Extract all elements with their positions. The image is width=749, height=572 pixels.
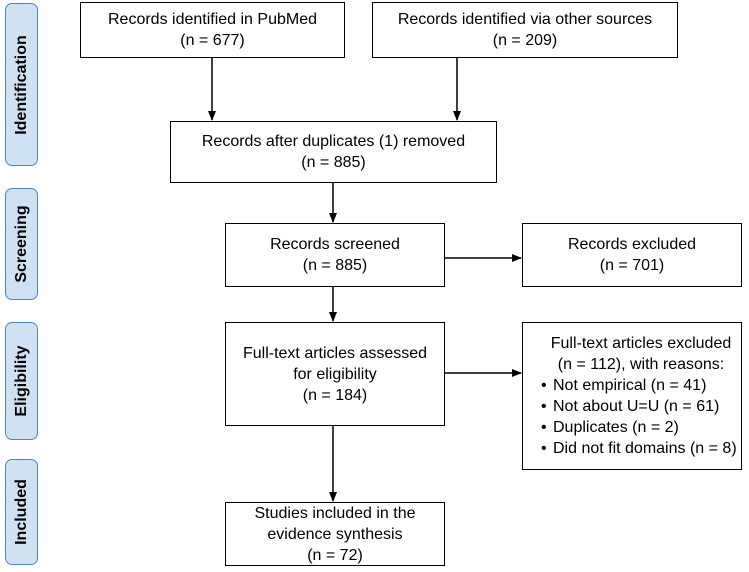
box-after-duplicates-line1: Records after duplicates (1) removed bbox=[201, 133, 466, 150]
box-fulltext-assessed-line1: Full-text articles assessed bbox=[242, 344, 428, 362]
box-excluded: Records excluded (n = 701) bbox=[522, 223, 742, 287]
box-pubmed-line2: (n = 677) bbox=[180, 32, 245, 49]
exclusion-reasons-list: Not empirical (n = 41) Not about U=U (n … bbox=[541, 375, 737, 459]
box-other-sources-line1: Records identified via other sources bbox=[397, 11, 653, 28]
box-other-sources: Records identified via other sources (n … bbox=[372, 2, 678, 58]
box-included-studies-line1: Studies included in the bbox=[254, 504, 416, 522]
box-pubmed-line1: Records identified in PubMed bbox=[107, 11, 317, 28]
box-fulltext-excluded-line1: Full-text articles excluded bbox=[550, 335, 732, 352]
exclusion-reason: Not about U=U (n = 61) bbox=[541, 396, 737, 417]
box-included-studies-line2: evidence synthesis bbox=[267, 525, 403, 543]
phase-identification: Identification bbox=[5, 3, 38, 166]
phase-eligibility: Eligibility bbox=[5, 322, 38, 440]
box-fulltext-assessed-line2: for eligibility bbox=[293, 365, 377, 383]
box-excluded-line1: Records excluded bbox=[567, 236, 697, 253]
exclusion-reason: Did not fit domains (n = 8) bbox=[541, 438, 737, 459]
box-after-duplicates-line2: (n = 885) bbox=[301, 154, 366, 171]
box-included-studies-line3: (n = 72) bbox=[307, 546, 363, 564]
box-after-duplicates: Records after duplicates (1) removed (n … bbox=[170, 121, 497, 183]
box-screened-line2: (n = 885) bbox=[302, 257, 368, 274]
box-excluded-line2: (n = 701) bbox=[599, 257, 665, 274]
box-fulltext-assessed: Full-text articles assessed for eligibil… bbox=[225, 322, 445, 426]
box-screened-line1: Records screened bbox=[270, 236, 400, 253]
exclusion-reason: Not empirical (n = 41) bbox=[541, 375, 737, 396]
box-other-sources-line2: (n = 209) bbox=[492, 32, 558, 49]
box-fulltext-assessed-line3: (n = 184) bbox=[302, 386, 368, 404]
box-fulltext-excluded-line2: (n = 112), with reasons: bbox=[557, 356, 725, 373]
box-pubmed: Records identified in PubMed (n = 677) bbox=[80, 2, 345, 58]
phase-screening: Screening bbox=[5, 188, 38, 300]
box-included-studies: Studies included in the evidence synthes… bbox=[225, 502, 445, 566]
phase-included: Included bbox=[5, 459, 38, 565]
exclusion-reason: Duplicates (n = 2) bbox=[541, 417, 737, 438]
box-screened: Records screened (n = 885) bbox=[225, 223, 445, 287]
box-fulltext-excluded: Full-text articles excluded (n = 112), w… bbox=[522, 322, 742, 470]
